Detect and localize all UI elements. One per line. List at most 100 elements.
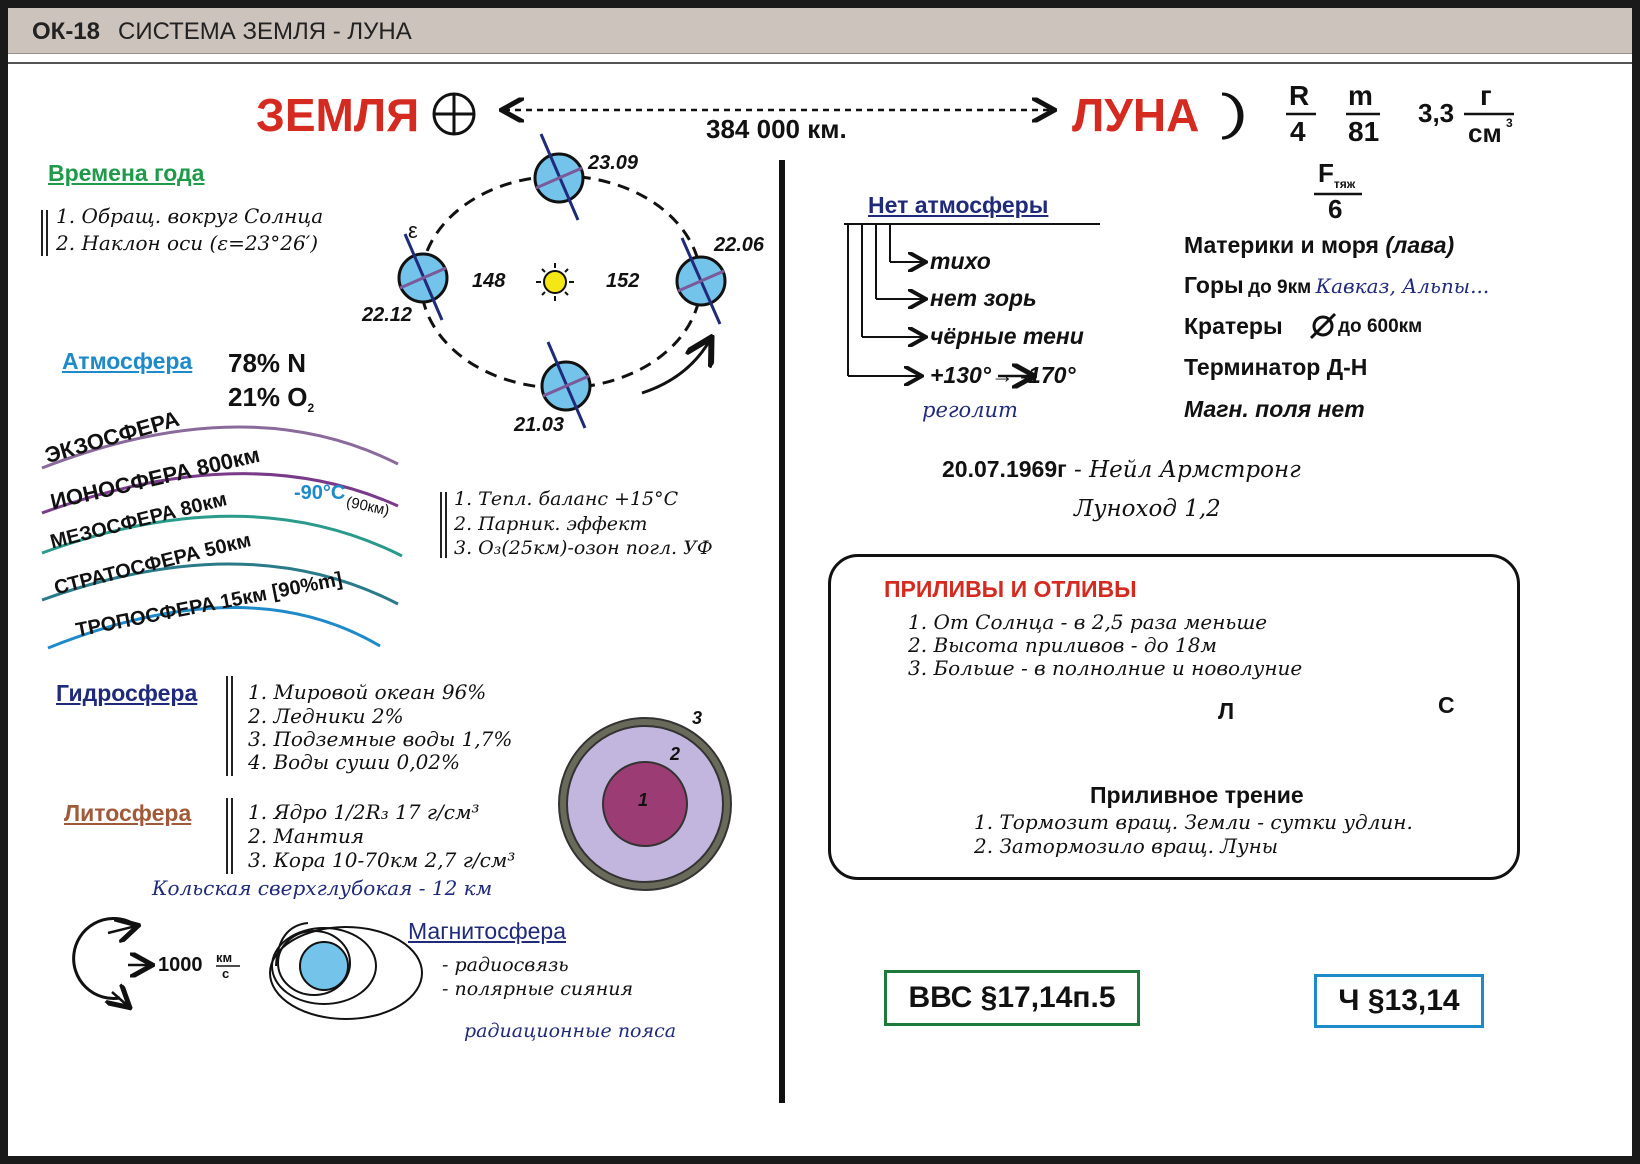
earth-layers-diagram	[558, 717, 732, 891]
sheet-title: СИСТЕМА ЗЕМЛЯ - ЛУНА	[118, 18, 412, 45]
magnetosphere-heading: Магнитосфера	[408, 918, 567, 944]
friction-heading: Приливное трение	[1090, 782, 1304, 808]
arc-exosphere	[41, 425, 399, 470]
oxygen-share: 21% O2	[228, 382, 315, 416]
moon-title: ЛУНА	[1072, 89, 1200, 141]
date-2112: 22.12	[362, 304, 413, 326]
craters-diameter: до 600км	[1338, 316, 1423, 337]
seasons-item-2: 2. Наклон оси (ε=23°26′)	[56, 231, 319, 255]
ratio-r-num: R	[1289, 80, 1310, 111]
distance-aphelion: 152	[606, 270, 640, 292]
ref-vvs: ВВС §17,14п.5	[884, 970, 1140, 1026]
tides-heading: ПРИЛИВЫ И ОТЛИВЫ	[884, 576, 1137, 602]
magneto-item-1: - радиосвязь	[442, 954, 569, 976]
crust-label: 3	[692, 708, 703, 728]
mountains-examples: Кавказ, Альпы...	[1315, 274, 1490, 298]
diameter-icon	[1309, 312, 1337, 340]
globe-left	[397, 233, 449, 321]
tides-box	[828, 554, 1520, 880]
no-atm-no-dawn: нет зорь	[930, 285, 1037, 311]
density-num: г	[1480, 80, 1492, 111]
no-atmosphere-heading: Нет атмосферы	[868, 192, 1049, 218]
atm-fact-3: 3. О₃(25км)-озон погл. УФ	[454, 537, 713, 559]
orbit-direction-arrow	[641, 340, 710, 395]
arc-troposphere	[47, 606, 381, 650]
density-exp: 3	[1506, 116, 1513, 130]
oxygen-subscript: 2	[307, 401, 315, 416]
title-divider	[8, 62, 1632, 64]
friction-item-1: 1. Тормозит вращ. Земли - сутки удлин.	[974, 810, 1413, 834]
magnetic-field-label: Магн. поля нет	[1184, 396, 1365, 422]
density-value: 3,3	[1418, 98, 1455, 128]
hydro-item-3: 3. Подземные воды 1,7%	[248, 727, 513, 751]
atm-fact-1: 1. Тепл. баланс +15°С	[454, 488, 679, 510]
density-den: см	[1468, 118, 1502, 148]
core-label: 1	[638, 790, 649, 810]
magneto-item-2: - полярные сияния	[442, 978, 634, 1000]
mantle-label: 2	[670, 744, 681, 764]
ref-ch: Ч §13,14	[1314, 974, 1484, 1028]
date-2309: 23.09	[588, 152, 639, 174]
no-atm-temperature: +130°→ -170°	[930, 362, 1076, 388]
rotation-arc	[72, 917, 131, 1000]
regolith-label: реголит	[922, 398, 1018, 422]
tides-item-1: 1. От Солнца - в 2,5 раза меньше	[908, 610, 1268, 634]
friction-item-2: 2. Затормозило вращ. Луны	[974, 834, 1279, 858]
globe-right	[675, 237, 727, 325]
distance-perihelion: 148	[472, 270, 506, 292]
craters-label: Кратеры	[1184, 313, 1283, 339]
rotation-speed: 1000	[158, 954, 203, 976]
continents-seas: Материки и моря (лава)	[1184, 232, 1455, 258]
magnetosphere-diagram	[269, 922, 423, 1020]
globe-bottom	[540, 341, 592, 429]
mountains-height: до 9км	[1248, 277, 1312, 298]
terminator-label: Терминатор Д-Н	[1184, 354, 1368, 380]
arc-ionosphere	[41, 472, 399, 515]
globe-top	[533, 133, 585, 221]
no-atmosphere-tree	[844, 223, 1100, 376]
tides-item-3: 3. Больше - в полнолние и новолуние	[908, 656, 1303, 680]
seasons-heading: Времена года	[48, 160, 205, 186]
tides-sun-label: С	[1438, 692, 1455, 718]
litho-item-1: 1. Ядро 1/2R₃ 17 г/см³	[248, 800, 480, 824]
kola-borehole: Кольская сверхглубокая - 12 км	[152, 876, 493, 900]
atmosphere-heading: Атмосфера	[62, 348, 193, 374]
gravity-subscript: тяж	[1333, 177, 1356, 192]
sheet-code: ОК-18	[32, 18, 101, 45]
title-bar: ОК-18 СИСТЕМА ЗЕМЛЯ - ЛУНА	[8, 8, 1632, 54]
lithosphere-heading: Литосфера	[64, 800, 192, 826]
mesopause-temp: -90°С	[294, 482, 346, 504]
mountains-row: Горы до 9км Кавказ, Альпы...	[1184, 272, 1490, 298]
distance-label: 384 000 км.	[706, 114, 847, 144]
litho-item-3: 3. Кора 10-70км 2,7 г/см³	[248, 848, 516, 872]
speed-unit-den: с	[222, 966, 230, 981]
armstrong-name: - Нейл Армстронг	[1066, 457, 1301, 483]
ratio-m-num: m	[1348, 80, 1373, 111]
armstrong-line: 20.07.1969г - Нейл Армстронг	[942, 456, 1301, 483]
hydro-item-2: 2. Ледники 2%	[248, 704, 404, 728]
epsilon-label: ε	[408, 218, 418, 243]
hydro-item-1: 1. Мировой океан 96%	[248, 680, 487, 704]
gravity-den: 6	[1328, 194, 1343, 224]
arc-mesosphere	[41, 514, 403, 558]
armstrong-date: 20.07.1969г	[942, 456, 1067, 482]
speed-unit-num: км	[216, 950, 233, 965]
gravity-num: Fтяж	[1318, 158, 1356, 192]
sun-icon	[536, 263, 574, 301]
atm-fact-2: 2. Парник. эффект	[454, 513, 648, 535]
no-atm-black-shadows: чёрные тени	[930, 323, 1084, 349]
earth-symbol-icon	[432, 92, 476, 136]
date-2103: 21.03	[514, 414, 565, 436]
hydro-item-4: 4. Воды суши 0,02%	[248, 750, 461, 774]
hydrosphere-heading: Гидросфера	[56, 680, 198, 706]
lunokhod-label: Луноход 1,2	[1074, 496, 1221, 522]
tides-moon-label: Л	[1218, 698, 1235, 724]
arc-stratosphere	[41, 562, 399, 606]
ratio-r-den: 4	[1290, 116, 1306, 147]
no-atm-quiet: тихо	[930, 248, 991, 274]
sheet: ОК-18 СИСТЕМА ЗЕМЛЯ - ЛУНА	[8, 8, 1632, 1156]
nitrogen-share: 78% N	[228, 348, 307, 378]
date-2206: 22.06	[714, 234, 765, 256]
litho-item-2: 2. Мантия	[248, 824, 365, 848]
